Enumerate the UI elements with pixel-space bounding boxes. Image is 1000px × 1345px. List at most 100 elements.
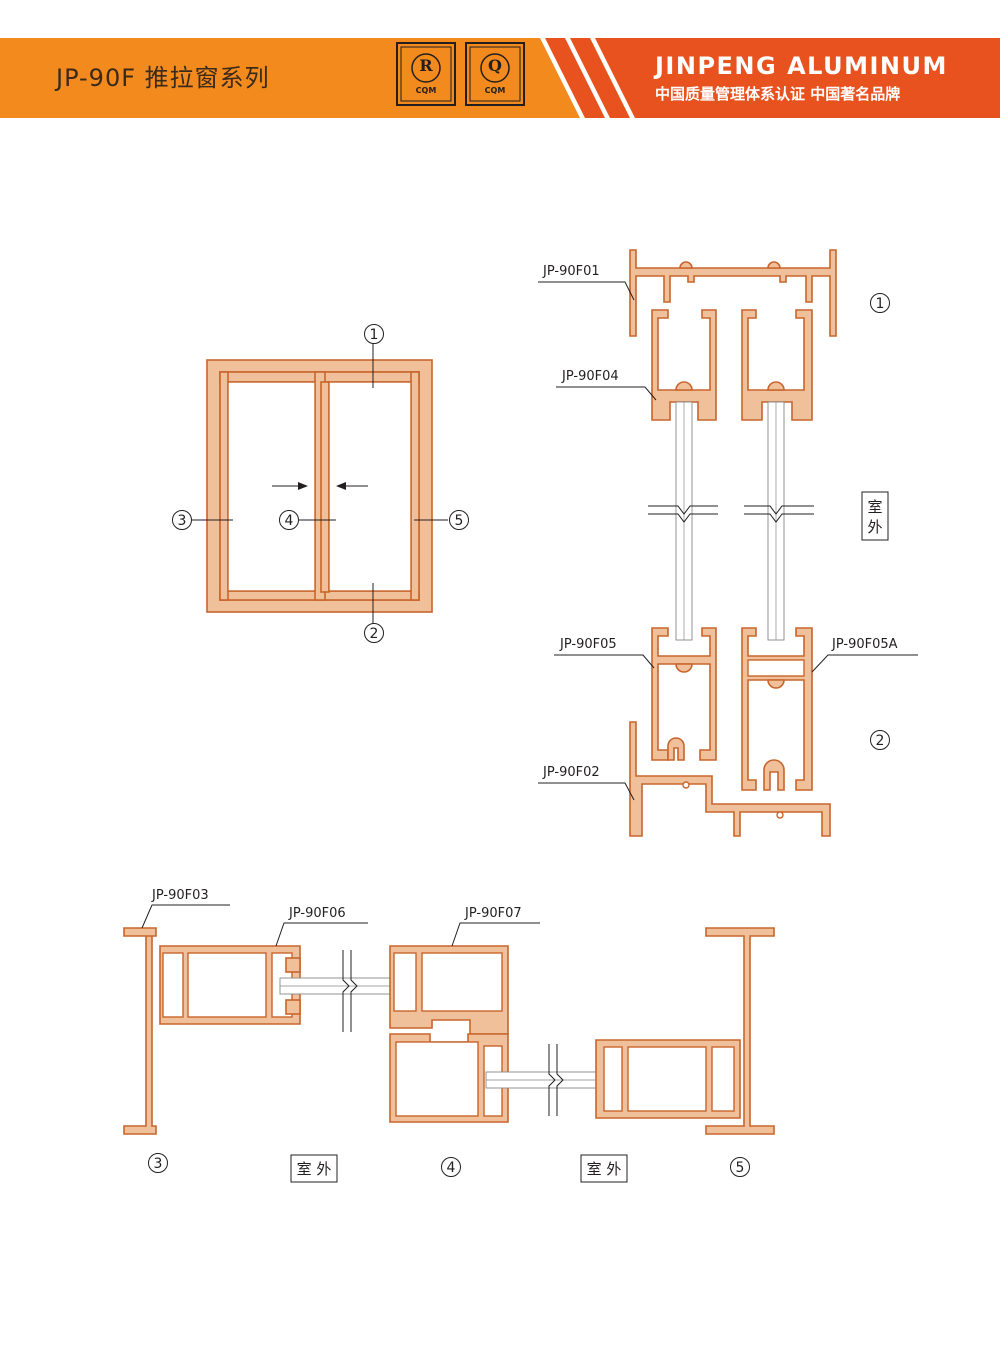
hbreak-right-a bbox=[548, 1044, 556, 1116]
label-jp-90f07: JP-90F07 bbox=[451, 906, 540, 947]
label-jp-90f03: JP-90F03 bbox=[141, 888, 230, 929]
vsec-outside-label-2: 外 bbox=[867, 518, 882, 536]
label-jp-90f05a: JP-90F05A bbox=[811, 637, 918, 673]
vsec-marker-1: 1 bbox=[870, 293, 890, 313]
vsec-outside-label: 室 外 bbox=[861, 491, 889, 541]
label-jp-90f01: JP-90F01 bbox=[538, 264, 635, 301]
elev-marker-5: 5 bbox=[449, 510, 469, 530]
hsec-marker-5: 5 bbox=[730, 1157, 750, 1177]
hsec-marker-4: 4 bbox=[441, 1157, 461, 1177]
cert-badge-r: R CQM bbox=[396, 42, 456, 106]
vsec-marker-1-text: 1 bbox=[876, 296, 885, 312]
profile-right-jamb bbox=[705, 927, 775, 1135]
profile-jp-90f05 bbox=[651, 627, 717, 761]
profile-jp-90f04-left bbox=[651, 309, 717, 421]
profile-jp-90f01-hook-left bbox=[679, 261, 693, 269]
brand-slogan: 中国质量管理体系认证 中国著名品牌 bbox=[655, 85, 901, 103]
profile-jp-90f02-rail-left bbox=[667, 737, 685, 761]
elev-marker-1-text: 1 bbox=[370, 327, 379, 343]
elev-marker-3: 3 bbox=[172, 510, 192, 530]
hsec-marker-3-text: 3 bbox=[154, 1156, 163, 1172]
slide-arrow-right-head bbox=[336, 482, 346, 490]
profile-right-sash-chamber-b bbox=[603, 1046, 623, 1112]
profile-jp-90f05-hook bbox=[675, 663, 693, 673]
break-line-right-b bbox=[744, 513, 814, 523]
label-jp-90f04: JP-90F04 bbox=[556, 369, 657, 401]
vsec-outside-label-1: 室 bbox=[867, 498, 882, 516]
brand-name: JINPENG ALUMINUM bbox=[655, 52, 948, 80]
meeting-stile-right bbox=[320, 381, 330, 593]
profile-jp-90f01 bbox=[629, 249, 837, 337]
label-jp-90f05: JP-90F05 bbox=[554, 637, 655, 669]
profile-jp-90f06-lip-bottom bbox=[285, 999, 301, 1015]
hbreak-left-b bbox=[350, 950, 358, 1032]
label-jp-90f07-text: JP-90F07 bbox=[464, 906, 522, 921]
profile-jp-90f05a-chamber bbox=[747, 659, 805, 677]
header-band: JP-90F 推拉窗系列 R CQM Q CQM JINPENG ALUMINU… bbox=[0, 38, 1000, 118]
profile-jp-90f03 bbox=[123, 927, 157, 1135]
elev-marker-4: 4 bbox=[279, 510, 299, 530]
right-stile bbox=[410, 371, 420, 601]
elev-marker-5-text: 5 bbox=[455, 513, 464, 529]
profile-jp-90f02-screw-hole-b bbox=[776, 811, 784, 819]
horizontal-section: JP-90F03 JP-90F06 JP-90F07 3 4 5 室 外 bbox=[123, 888, 775, 1183]
vertical-section: JP-90F01 JP-90F04 JP-90F05 JP-90F05A JP-… bbox=[538, 249, 918, 837]
profile-jp-90f01-hook-right bbox=[767, 261, 781, 269]
vsec-marker-2-text: 2 bbox=[876, 733, 885, 749]
profile-jp-90f02-rail-right bbox=[763, 759, 785, 791]
hsec-marker-3: 3 bbox=[148, 1153, 168, 1173]
label-jp-90f01-text: JP-90F01 bbox=[542, 264, 600, 279]
label-jp-90f05a-text: JP-90F05A bbox=[831, 637, 898, 652]
profile-jp-90f04-right-hook bbox=[767, 381, 785, 391]
hsec-outside-label-a: 室 外 bbox=[290, 1154, 338, 1183]
profile-right-sash-chamber-a bbox=[627, 1046, 707, 1112]
label-jp-90f04-text: JP-90F04 bbox=[561, 369, 619, 384]
label-jp-90f05-text: JP-90F05 bbox=[559, 637, 617, 652]
break-line-right-a bbox=[744, 505, 814, 515]
profile-right-sash-chamber-c bbox=[711, 1046, 735, 1112]
hsec-outside-label-a-text: 室 外 bbox=[297, 1160, 332, 1178]
series-title: JP-90F 推拉窗系列 bbox=[56, 64, 270, 92]
elev-marker-2-text: 2 bbox=[370, 626, 379, 642]
window-elevation: 1 2 3 4 5 bbox=[172, 324, 469, 643]
elev-marker-4-text: 4 bbox=[285, 513, 294, 529]
break-line-left-b bbox=[648, 513, 718, 523]
hsec-marker-5-text: 5 bbox=[736, 1160, 745, 1176]
label-jp-90f06-text: JP-90F06 bbox=[288, 906, 346, 921]
elev-marker-2: 2 bbox=[364, 623, 384, 643]
label-jp-90f02: JP-90F02 bbox=[538, 765, 635, 801]
profile-jp-90f07-bottom-chamber bbox=[395, 1041, 479, 1117]
profile-jp-90f02-screw-hole-a bbox=[682, 781, 690, 789]
profile-jp-90f06-chamber-c bbox=[162, 952, 184, 1018]
profile-jp-90f04-right bbox=[741, 309, 813, 421]
elev-marker-3-text: 3 bbox=[178, 513, 187, 529]
left-stile bbox=[219, 371, 229, 601]
hsec-outside-label-b: 室 外 bbox=[580, 1154, 628, 1183]
profile-jp-90f06-chamber-a bbox=[187, 952, 267, 1018]
profile-jp-90f02 bbox=[629, 721, 831, 837]
break-line-left-a bbox=[648, 505, 718, 515]
cert-badge-r-letter: R bbox=[419, 56, 433, 75]
profile-jp-90f07-top-chamber-b bbox=[393, 952, 417, 1012]
label-jp-90f03-text: JP-90F03 bbox=[151, 888, 209, 903]
cert-badge-r-icon bbox=[396, 42, 456, 106]
elev-marker-1: 1 bbox=[364, 324, 384, 344]
profile-jp-90f06-lip-top bbox=[285, 957, 301, 973]
vsec-marker-2: 2 bbox=[870, 730, 890, 750]
hbreak-left-a bbox=[342, 950, 350, 1032]
hbreak-right-b bbox=[556, 1044, 564, 1116]
cert-badge-q-text: CQM bbox=[484, 86, 506, 95]
label-jp-90f06: JP-90F06 bbox=[275, 906, 368, 947]
cert-badge-q-letter: Q bbox=[488, 56, 502, 75]
slide-arrow-left-head bbox=[298, 482, 308, 490]
profile-jp-90f07-top-chamber bbox=[421, 952, 503, 1012]
label-jp-90f02-text: JP-90F02 bbox=[542, 765, 600, 780]
hsec-outside-label-b-text: 室 外 bbox=[587, 1160, 622, 1178]
cert-badge-r-text: CQM bbox=[415, 86, 437, 95]
cert-badge-q: Q CQM bbox=[465, 42, 525, 106]
profile-jp-90f04-left-hook bbox=[675, 381, 693, 391]
cert-badge-q-icon bbox=[465, 42, 525, 106]
hsec-marker-4-text: 4 bbox=[447, 1160, 456, 1176]
profile-jp-90f05a-hook bbox=[767, 679, 785, 689]
